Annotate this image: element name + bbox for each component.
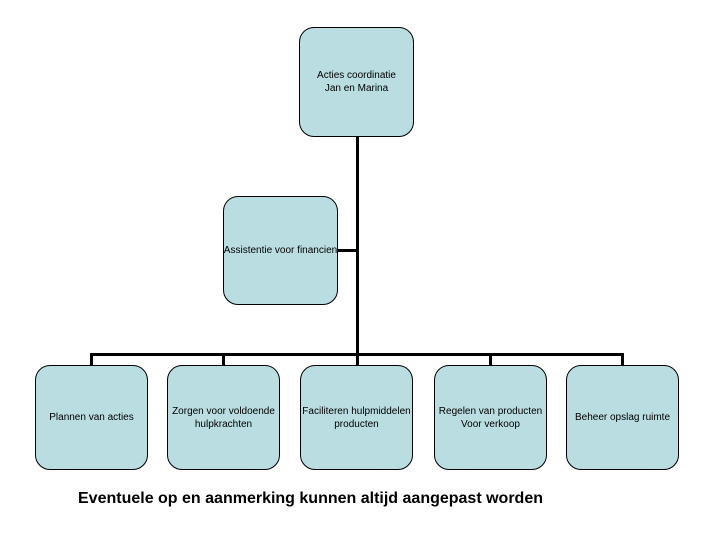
org-node-root-label: Acties coordinatie Jan en Marina	[317, 70, 396, 94]
org-node-label: Plannen van acties	[49, 412, 134, 423]
org-node-regelen-van-producten: Regelen van producten Voor verkoop	[434, 365, 547, 470]
org-node-label: Faciliteren hulpmiddelen producten	[302, 405, 411, 430]
org-node-label: Beheer opslag ruimte	[574, 412, 671, 423]
connector-assistant-branch	[337, 249, 357, 252]
org-node-faciliteren-hulpmiddelen: Faciliteren hulpmiddelen producten	[300, 365, 413, 470]
connector-root-to-children	[356, 136, 359, 365]
connector-stub-child-3	[489, 353, 492, 365]
connector-horizontal-bus	[90, 353, 624, 356]
org-node-label: Regelen van producten Voor verkoop	[438, 405, 543, 430]
org-node-assistant: Assistentie voor financien	[223, 196, 338, 305]
org-node-plannen-van-acties: Plannen van acties	[35, 365, 148, 470]
connector-stub-child-4	[621, 353, 624, 365]
org-node-beheer-opslag-ruimte: Beheer opslag ruimte	[566, 365, 679, 470]
connector-stub-child-1	[222, 353, 225, 365]
org-node-label: Zorgen voor voldoende hulpkrachten	[172, 405, 275, 430]
caption-text: Eventuele op en aanmerking kunnen altijd…	[78, 490, 543, 507]
org-node-root: Acties coordinatie Jan en Marina	[299, 27, 414, 137]
org-node-zorgen-voor-hulpkrachten: Zorgen voor voldoende hulpkrachten	[167, 365, 280, 470]
connector-stub-child-0	[90, 353, 93, 365]
org-node-assistant-label: Assistentie voor financien	[223, 245, 338, 256]
